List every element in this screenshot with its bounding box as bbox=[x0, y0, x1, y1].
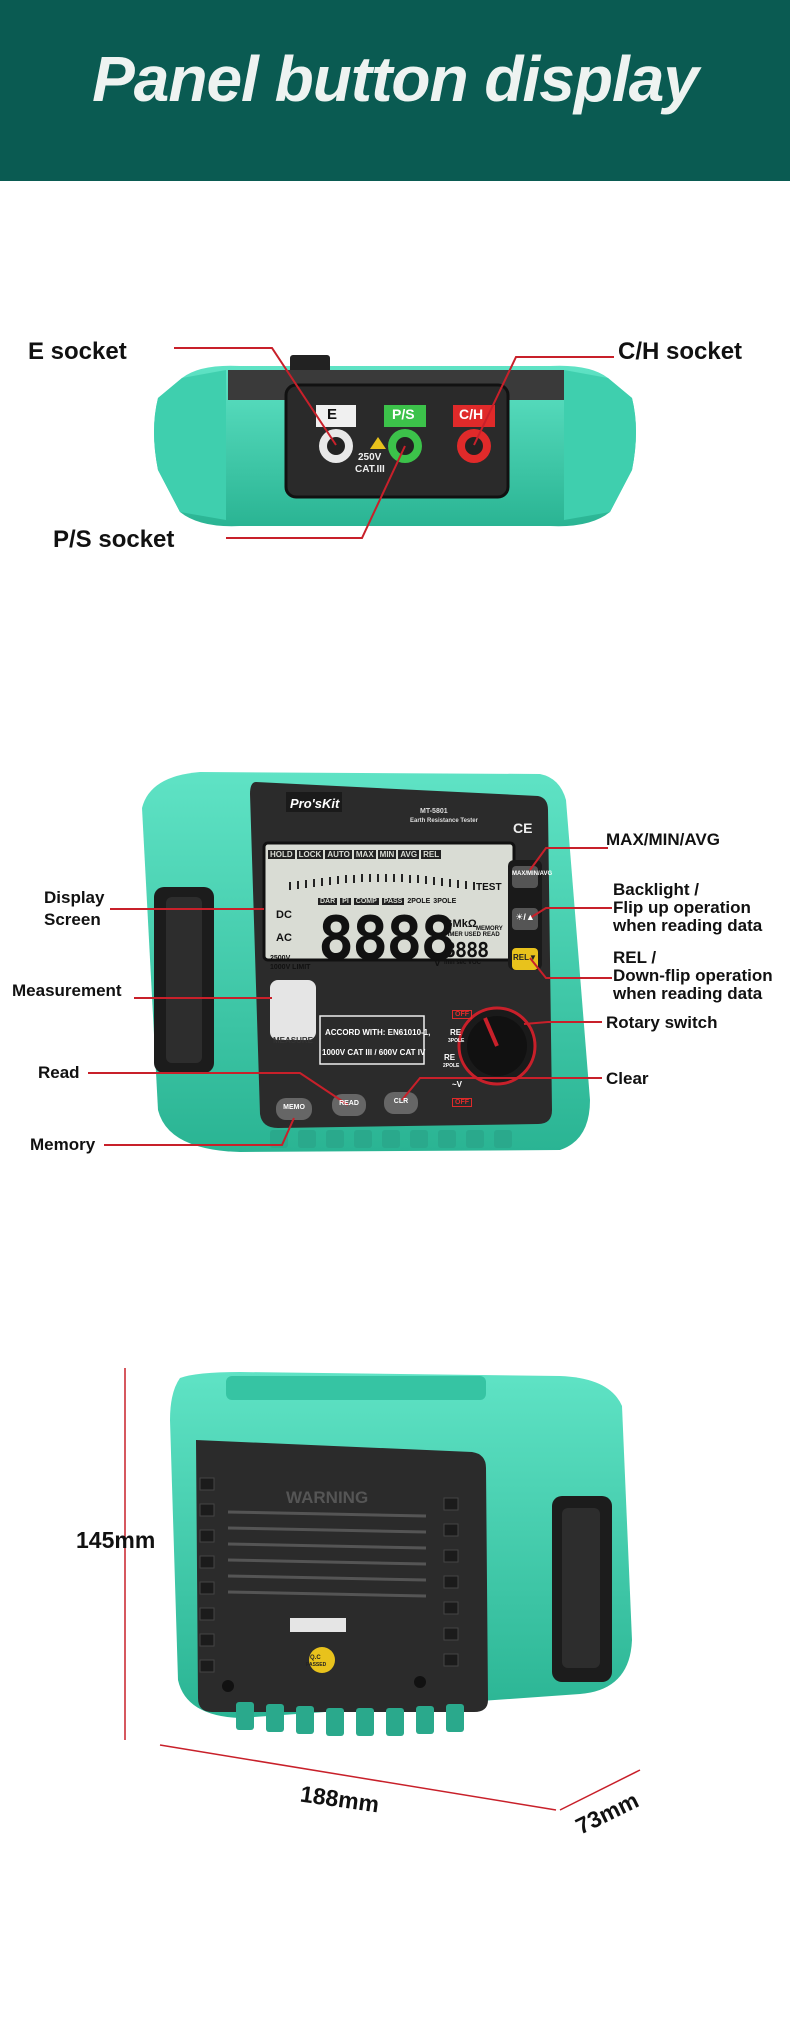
lcd-indicator: LOCK bbox=[296, 850, 324, 859]
measurement-label: Measurement bbox=[12, 981, 122, 1000]
lcd-time-units: min sec VOC bbox=[444, 960, 482, 966]
memo-button[interactable]: MEMO bbox=[283, 1104, 305, 1111]
ch-socket-label: C/H socket bbox=[618, 338, 743, 365]
display-screen-label-1: Display bbox=[44, 888, 105, 907]
memory-label: Memory bbox=[30, 1135, 96, 1154]
rating-category: CAT.III bbox=[355, 464, 385, 475]
lcd-unit: GMkΩ bbox=[444, 918, 477, 930]
socket-ch-tag: C/H bbox=[459, 406, 484, 422]
measure-button[interactable]: MEASURE bbox=[272, 1036, 313, 1045]
rel-label-1: REL / bbox=[613, 948, 657, 967]
qc-sticker-1: Q.C bbox=[310, 1655, 321, 1661]
brand-logo: Pro'sKit bbox=[290, 796, 340, 811]
socket-ps-tag: P/S bbox=[392, 406, 415, 422]
dial-re2-pole: 2POLE bbox=[443, 1063, 460, 1069]
dial-off-top: OFF bbox=[452, 1010, 472, 1019]
dial-re2: RE bbox=[444, 1053, 456, 1062]
backlight-label-2: Flip up operation bbox=[613, 898, 751, 917]
lcd-limit-voltage: 2500V bbox=[270, 955, 291, 962]
lcd-indicator: REL bbox=[421, 850, 442, 859]
page-title: Panel button display bbox=[92, 43, 699, 115]
rel-label-2: Down-flip operation bbox=[613, 966, 773, 985]
dial-re3-pole: 3POLE bbox=[448, 1038, 465, 1044]
lcd-mode: COMP bbox=[353, 898, 379, 905]
read-label: Read bbox=[38, 1063, 80, 1082]
lcd-mode: PI bbox=[340, 898, 351, 905]
read-button[interactable]: READ bbox=[339, 1100, 359, 1107]
model-number: MT-5801 bbox=[420, 808, 448, 815]
accord-line-2: 1000V CAT III / 600V CAT IV bbox=[322, 1048, 426, 1057]
lcd-memory: MEMORY bbox=[476, 926, 503, 932]
backlight-label-1: Backlight / bbox=[613, 880, 699, 899]
rotary-switch[interactable] bbox=[459, 1008, 535, 1084]
header-banner: Panel button display bbox=[0, 0, 790, 181]
lcd-dc: DC bbox=[276, 909, 292, 921]
lcd-indicator: AUTO bbox=[325, 850, 352, 859]
clr-button[interactable]: CLR bbox=[393, 1098, 409, 1105]
rotary-switch-label: Rotary switch bbox=[606, 1013, 718, 1032]
lcd-mode-indicators: DAR PI COMP PASS 2POLE 3POLE bbox=[318, 898, 456, 905]
rel-button[interactable]: REL▼ bbox=[513, 953, 537, 962]
clear-label: Clear bbox=[606, 1069, 649, 1088]
maxminavg-label: MAX/MIN/AVG bbox=[606, 830, 720, 849]
top-view-device bbox=[154, 347, 636, 539]
lcd-top-indicators: HOLD LOCK AUTO MAX MIN AVG REL bbox=[268, 850, 442, 859]
back-view-device bbox=[124, 1368, 641, 1811]
front-view-device bbox=[88, 772, 612, 1152]
backlight-button[interactable]: ☀/▲ bbox=[515, 912, 535, 922]
lcd-indicator: MIN bbox=[377, 850, 397, 859]
warning-text: WARNING bbox=[286, 1488, 369, 1507]
ce-mark: CE bbox=[513, 820, 533, 836]
maxminavg-button[interactable]: MAX/MIN/AVG bbox=[512, 871, 553, 877]
dial-voltage: ~V bbox=[452, 1080, 463, 1089]
e-socket-label: E socket bbox=[28, 338, 127, 365]
socket-e-tag: E bbox=[327, 406, 338, 423]
lcd-indicator: MAX bbox=[353, 850, 376, 859]
lcd-volt-unit: V bbox=[434, 958, 441, 969]
ps-socket-label: P/S socket bbox=[53, 526, 175, 553]
rel-label-3: when reading data bbox=[613, 984, 763, 1003]
lcd-mode: 3POLE bbox=[433, 898, 457, 905]
lcd-indicator: AVG bbox=[398, 850, 420, 859]
lcd-small-digits: 8888 bbox=[444, 938, 489, 962]
lcd-mode: DAR bbox=[318, 898, 338, 905]
lcd-mode: PASS bbox=[381, 898, 405, 905]
lcd-test: TEST bbox=[476, 882, 502, 893]
display-screen-label-2: Screen bbox=[44, 910, 101, 929]
rating-voltage: 250V bbox=[358, 452, 382, 463]
lcd-indicator: HOLD bbox=[268, 850, 295, 859]
dial-re3: RE bbox=[450, 1028, 462, 1037]
backlight-label-3: when reading data bbox=[613, 916, 763, 935]
lcd-limit-note: 1000V LIMIT bbox=[270, 964, 311, 971]
accord-line-1: ACCORD WITH: EN61010-1, bbox=[325, 1028, 431, 1037]
height-dimension: 145mm bbox=[76, 1527, 156, 1553]
lcd-mode: 2POLE bbox=[407, 898, 431, 905]
lcd-timer: TIMER USED READ bbox=[444, 932, 500, 938]
qc-sticker-2: PASSED bbox=[306, 1662, 327, 1668]
model-subtitle: Earth Resistance Tester bbox=[410, 818, 478, 824]
dial-off-bottom: OFF bbox=[452, 1098, 472, 1107]
lcd-main-digits: 8888 bbox=[318, 904, 456, 974]
lcd-ac: AC bbox=[276, 932, 292, 944]
